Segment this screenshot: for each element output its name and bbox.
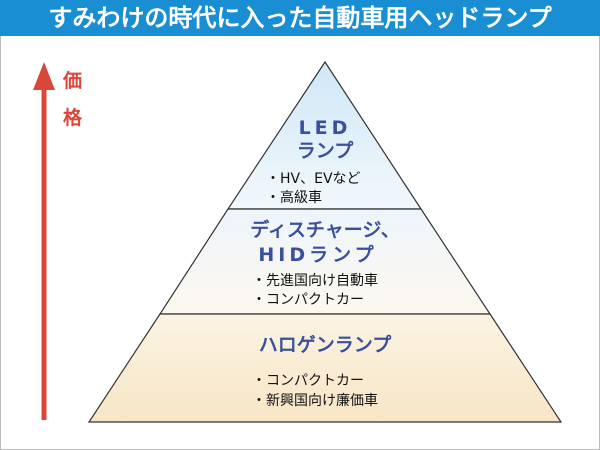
axis-label-1: 価	[62, 70, 82, 92]
page-title: すみわけの時代に入った自動車用ヘッドランプ	[0, 0, 600, 36]
tier-hid-item-2: ・コンパクトカー	[252, 292, 364, 308]
tier-hid-item-1: ・先進国向け自動車	[252, 272, 378, 289]
tier-halogen-item-1: ・コンパクトカー	[252, 373, 364, 389]
axis-label-2: 格	[63, 106, 83, 129]
tier-led-item-1: ・HV、EVなど	[266, 171, 361, 187]
tier-halogen-item-2: ・新興国向け廉価車	[252, 392, 378, 409]
tier-hid-title-2: HIDランプ	[258, 243, 377, 266]
tier-halogen-title: ハロゲンランプ	[259, 333, 392, 356]
tier-led-item-2: ・高級車	[266, 189, 322, 206]
tier-halogen	[87, 313, 563, 423]
price-arrow-head	[33, 62, 55, 90]
tier-led-title-2: ランプ	[297, 139, 354, 162]
tier-hid-title-1: ディスチャージ、	[250, 218, 400, 241]
tier-led-title-1: LED	[299, 117, 352, 139]
